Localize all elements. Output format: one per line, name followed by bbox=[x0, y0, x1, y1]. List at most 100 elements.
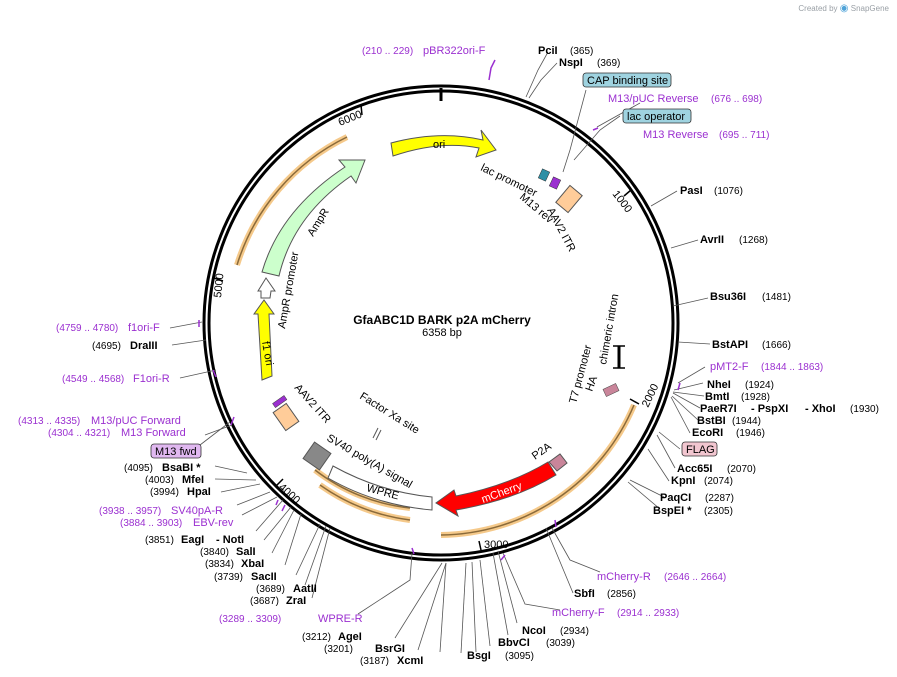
enzyme-zrai[interactable]: ZraI bbox=[286, 595, 306, 607]
lac-operator-box[interactable] bbox=[622, 108, 692, 124]
enzyme-bstbi-pos: (1944) bbox=[732, 416, 761, 427]
enzyme-bsabi-pos: (4095) bbox=[124, 463, 153, 474]
primer-wpre-r-pos: (3289 .. 3309) bbox=[219, 614, 281, 625]
primer-m13-reverse[interactable]: M13 Reverse bbox=[643, 129, 708, 141]
enzyme-bsabi[interactable]: BsaBI * bbox=[162, 462, 201, 474]
m13-fwd-box[interactable] bbox=[150, 443, 202, 459]
flag-label: FLAG bbox=[686, 444, 715, 456]
enzyme-eagi[interactable]: EagI bbox=[181, 534, 204, 546]
tick-5000: 5000 bbox=[212, 273, 226, 299]
enzyme-nspi[interactable]: NspI bbox=[559, 57, 583, 69]
primer-f1ori-r[interactable]: F1ori-R bbox=[133, 373, 170, 385]
primer-f1ori-r-pos: (4549 .. 4568) bbox=[62, 374, 124, 385]
primer-pbr322ori-f[interactable]: pBR322ori-F bbox=[423, 45, 486, 57]
enzyme-sacii-pos: (3739) bbox=[214, 572, 243, 583]
enzyme-draiii[interactable]: DraIII bbox=[130, 340, 158, 352]
brand-name: SnapGene bbox=[850, 4, 889, 13]
enzyme-xhoi[interactable]: - XhoI bbox=[805, 403, 836, 415]
primer-mcherry-f[interactable]: mCherry-F bbox=[552, 607, 605, 619]
enzyme-noti[interactable]: - NotI bbox=[216, 534, 244, 546]
factor-xa-label: Factor Xa site bbox=[357, 390, 421, 436]
primer-mcherry-f-pos: (2914 .. 2933) bbox=[617, 608, 679, 619]
enzyme-xcmi[interactable]: XcmI bbox=[397, 655, 423, 667]
enzyme-labels: PciI (365) NspI (369) PasI (1076) AvrII … bbox=[92, 45, 879, 667]
enzyme-bbvci[interactable]: BbvCI bbox=[498, 637, 530, 649]
enzyme-mfei[interactable]: MfeI bbox=[182, 474, 204, 486]
enzyme-bsu36i[interactable]: Bsu36I bbox=[710, 291, 746, 303]
primer-sv40pa-r[interactable]: SV40pA-R bbox=[171, 505, 223, 517]
aav2-itr-top-label: AAV2 ITR bbox=[544, 206, 577, 254]
enzyme-avrii[interactable]: AvrII bbox=[700, 234, 724, 246]
feature-f1-ori[interactable]: f1 ori bbox=[253, 299, 275, 381]
enzyme-xhoi-pos: (1930) bbox=[850, 404, 879, 415]
enzyme-bstbi[interactable]: BstBI bbox=[697, 415, 726, 427]
enzyme-bspei-pos: (2305) bbox=[704, 506, 733, 517]
primer-m13-puc-forward[interactable]: M13/pUC Forward bbox=[91, 415, 181, 427]
enzyme-sacii[interactable]: SacII bbox=[251, 571, 277, 583]
enzyme-sali-pos: (3840) bbox=[200, 547, 229, 558]
cap-binding-box[interactable] bbox=[582, 72, 672, 88]
enzyme-bstapi[interactable]: BstAPI bbox=[712, 339, 748, 351]
primer-pmt2-f[interactable]: pMT2-F bbox=[710, 361, 749, 373]
primer-f1ori-f[interactable]: f1ori-F bbox=[128, 322, 160, 334]
feature-aav2-itr-left[interactable]: AAV2 ITR bbox=[272, 382, 333, 432]
feature-ampr[interactable]: AmpR bbox=[261, 159, 366, 277]
primer-ebv-rev[interactable]: EBV-rev bbox=[193, 517, 234, 529]
tick-3000: 3000 bbox=[484, 539, 508, 551]
primer-mcherry-r[interactable]: mCherry-R bbox=[597, 571, 651, 583]
feature-intron-cluster[interactable]: chimeric intron T7 promoter HA bbox=[567, 293, 625, 405]
p2a-label: P2A bbox=[530, 440, 554, 462]
primer-m13-puc-reverse[interactable]: M13/pUC Reverse bbox=[608, 93, 698, 105]
primer-m13-puc-forward-pos: (4313 .. 4335) bbox=[18, 416, 80, 427]
enzyme-bsrgi[interactable]: BsrGI bbox=[375, 643, 405, 655]
enzyme-kpni-pos: (2074) bbox=[704, 476, 733, 487]
enzyme-bstapi-pos: (1666) bbox=[762, 340, 791, 351]
primer-m13-forward-pos: (4304 .. 4321) bbox=[48, 428, 110, 439]
enzyme-xbai-pos: (3834) bbox=[205, 559, 234, 570]
enzyme-zrai-pos: (3687) bbox=[250, 596, 279, 607]
primer-m13-reverse-pos: (695 .. 711) bbox=[719, 130, 769, 141]
enzyme-nhei[interactable]: NheI bbox=[707, 379, 731, 391]
enzyme-bsu36i-pos: (1481) bbox=[762, 292, 791, 303]
primer-wpre-r[interactable]: WPRE-R bbox=[318, 613, 363, 625]
enzyme-bmti[interactable]: BmtI bbox=[705, 391, 729, 403]
enzyme-draiii-pos: (4695) bbox=[92, 341, 121, 352]
feature-top-cluster[interactable]: lac promoter M13 rev AAV2 ITR bbox=[479, 162, 583, 254]
enzyme-bsgi[interactable]: BsgI bbox=[467, 650, 491, 662]
feature-factor-xa[interactable]: Factor Xa site bbox=[357, 390, 421, 441]
enzyme-ncoi[interactable]: NcoI bbox=[522, 625, 546, 637]
tick-4000: 4000 bbox=[276, 481, 302, 506]
enzyme-pcii[interactable]: PciI bbox=[538, 45, 558, 57]
enzyme-sbfi-pos: (2856) bbox=[607, 589, 636, 600]
enzyme-hpai[interactable]: HpaI bbox=[187, 486, 211, 498]
snapgene-logo-icon: ◉ bbox=[839, 3, 849, 14]
enzyme-sali[interactable]: SalI bbox=[236, 546, 256, 558]
highlight-arcs bbox=[234, 134, 637, 538]
enzyme-avrii-pos: (1268) bbox=[739, 235, 768, 246]
tick-1000: 1000 bbox=[610, 188, 635, 215]
enzyme-eagi-pos: (3851) bbox=[145, 535, 174, 546]
ori-label: ori bbox=[433, 139, 445, 151]
primer-m13-puc-reverse-pos: (676 .. 698) bbox=[711, 94, 762, 105]
enzyme-ecori[interactable]: EcoRI bbox=[692, 427, 723, 439]
aav2-itr-left-label: AAV2 ITR bbox=[292, 382, 333, 426]
enzyme-kpni[interactable]: KpnI bbox=[671, 475, 695, 487]
flag-box[interactable] bbox=[681, 441, 718, 457]
leader-lines bbox=[169, 51, 711, 654]
enzyme-aatii[interactable]: AatII bbox=[293, 583, 317, 595]
primer-m13-forward[interactable]: M13 Forward bbox=[121, 427, 186, 439]
enzyme-agei[interactable]: AgeI bbox=[338, 631, 362, 643]
enzyme-pspxi[interactable]: - PspXI bbox=[751, 403, 788, 415]
enzyme-agei-pos: (3212) bbox=[302, 632, 331, 643]
feature-ori[interactable]: ori bbox=[390, 129, 497, 158]
enzyme-paqci[interactable]: PaqCI bbox=[660, 492, 691, 504]
enzyme-sbfi[interactable]: SbfI bbox=[574, 588, 595, 600]
enzyme-xbai[interactable]: XbaI bbox=[241, 558, 264, 570]
enzyme-acc65i[interactable]: Acc65I bbox=[677, 463, 712, 475]
enzyme-pasi[interactable]: PasI bbox=[680, 185, 703, 197]
primer-pmt2-f-pos: (1844 .. 1863) bbox=[761, 362, 823, 373]
primer-labels: pBR322ori-F (210 .. 229) M13/pUC Reverse… bbox=[18, 45, 823, 625]
enzyme-paer7i[interactable]: PaeR7I bbox=[700, 403, 737, 415]
enzyme-bspei[interactable]: BspEI * bbox=[653, 505, 692, 517]
